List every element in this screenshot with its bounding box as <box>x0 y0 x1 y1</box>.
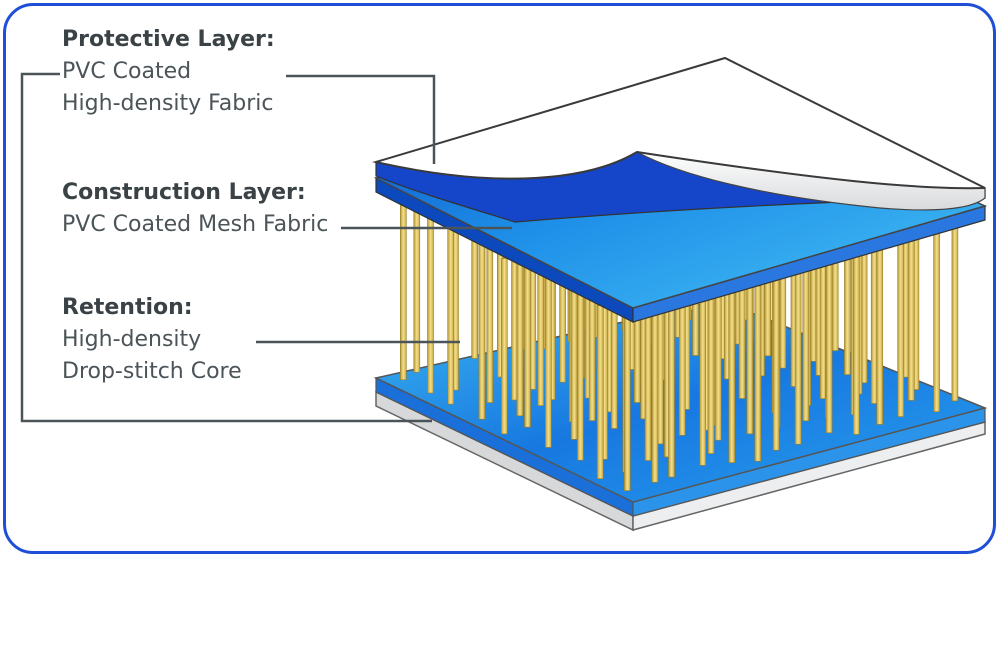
retention-line1: High-density <box>62 327 202 352</box>
stitch-thread <box>544 272 552 448</box>
protective-layer-line1: PVC Coated <box>62 59 192 84</box>
construction-layer-line1: PVC Coated Mesh Fabric <box>62 212 329 237</box>
stitch-thread <box>596 305 604 480</box>
diagram-frame <box>3 3 996 554</box>
label-protective-layer: Protective Layer: PVC Coated High-densit… <box>62 24 275 120</box>
protective-layer-line2: High-density Fabric <box>62 91 274 116</box>
stitch-thread <box>951 220 959 402</box>
stitch-thread <box>907 219 915 401</box>
stitch-thread <box>486 224 494 403</box>
stitch-thread <box>651 308 659 483</box>
stitch-thread <box>754 285 762 462</box>
stitch-thread <box>500 258 508 435</box>
stitch-thread <box>699 290 707 466</box>
leader-outline <box>20 72 432 423</box>
stitch-thread <box>427 215 434 394</box>
stitch-thread <box>825 254 833 434</box>
stitch-thread <box>728 287 736 463</box>
stitch-thread <box>772 273 780 451</box>
stitch-thread <box>478 242 486 420</box>
stitch-thread <box>524 250 531 428</box>
leader-lines <box>20 72 512 423</box>
stitch-thread <box>707 277 715 454</box>
stitch-thread <box>577 285 584 461</box>
stitch-thread <box>897 237 905 417</box>
stitch-thread <box>794 267 802 445</box>
retention-line2: Drop-stitch Core <box>62 359 242 384</box>
protective-layer-title: Protective Layer: <box>62 27 275 52</box>
retention-title: Retention: <box>62 295 193 320</box>
stitch-thread <box>876 245 884 425</box>
stitch-thread <box>852 256 860 435</box>
stitch-thread <box>413 192 421 373</box>
stitch-thread <box>447 226 455 405</box>
stitch-thread <box>933 231 940 412</box>
stitch-thread <box>623 317 631 491</box>
leader-protective <box>286 74 436 164</box>
protective-layer <box>372 56 986 223</box>
label-construction-layer: Construction Layer: PVC Coated Mesh Fabr… <box>62 177 328 241</box>
construction-layer-title: Construction Layer: <box>62 180 306 205</box>
stitch-thread <box>668 302 675 478</box>
label-retention: Retention: High-density Drop-stitch Core <box>62 292 242 388</box>
